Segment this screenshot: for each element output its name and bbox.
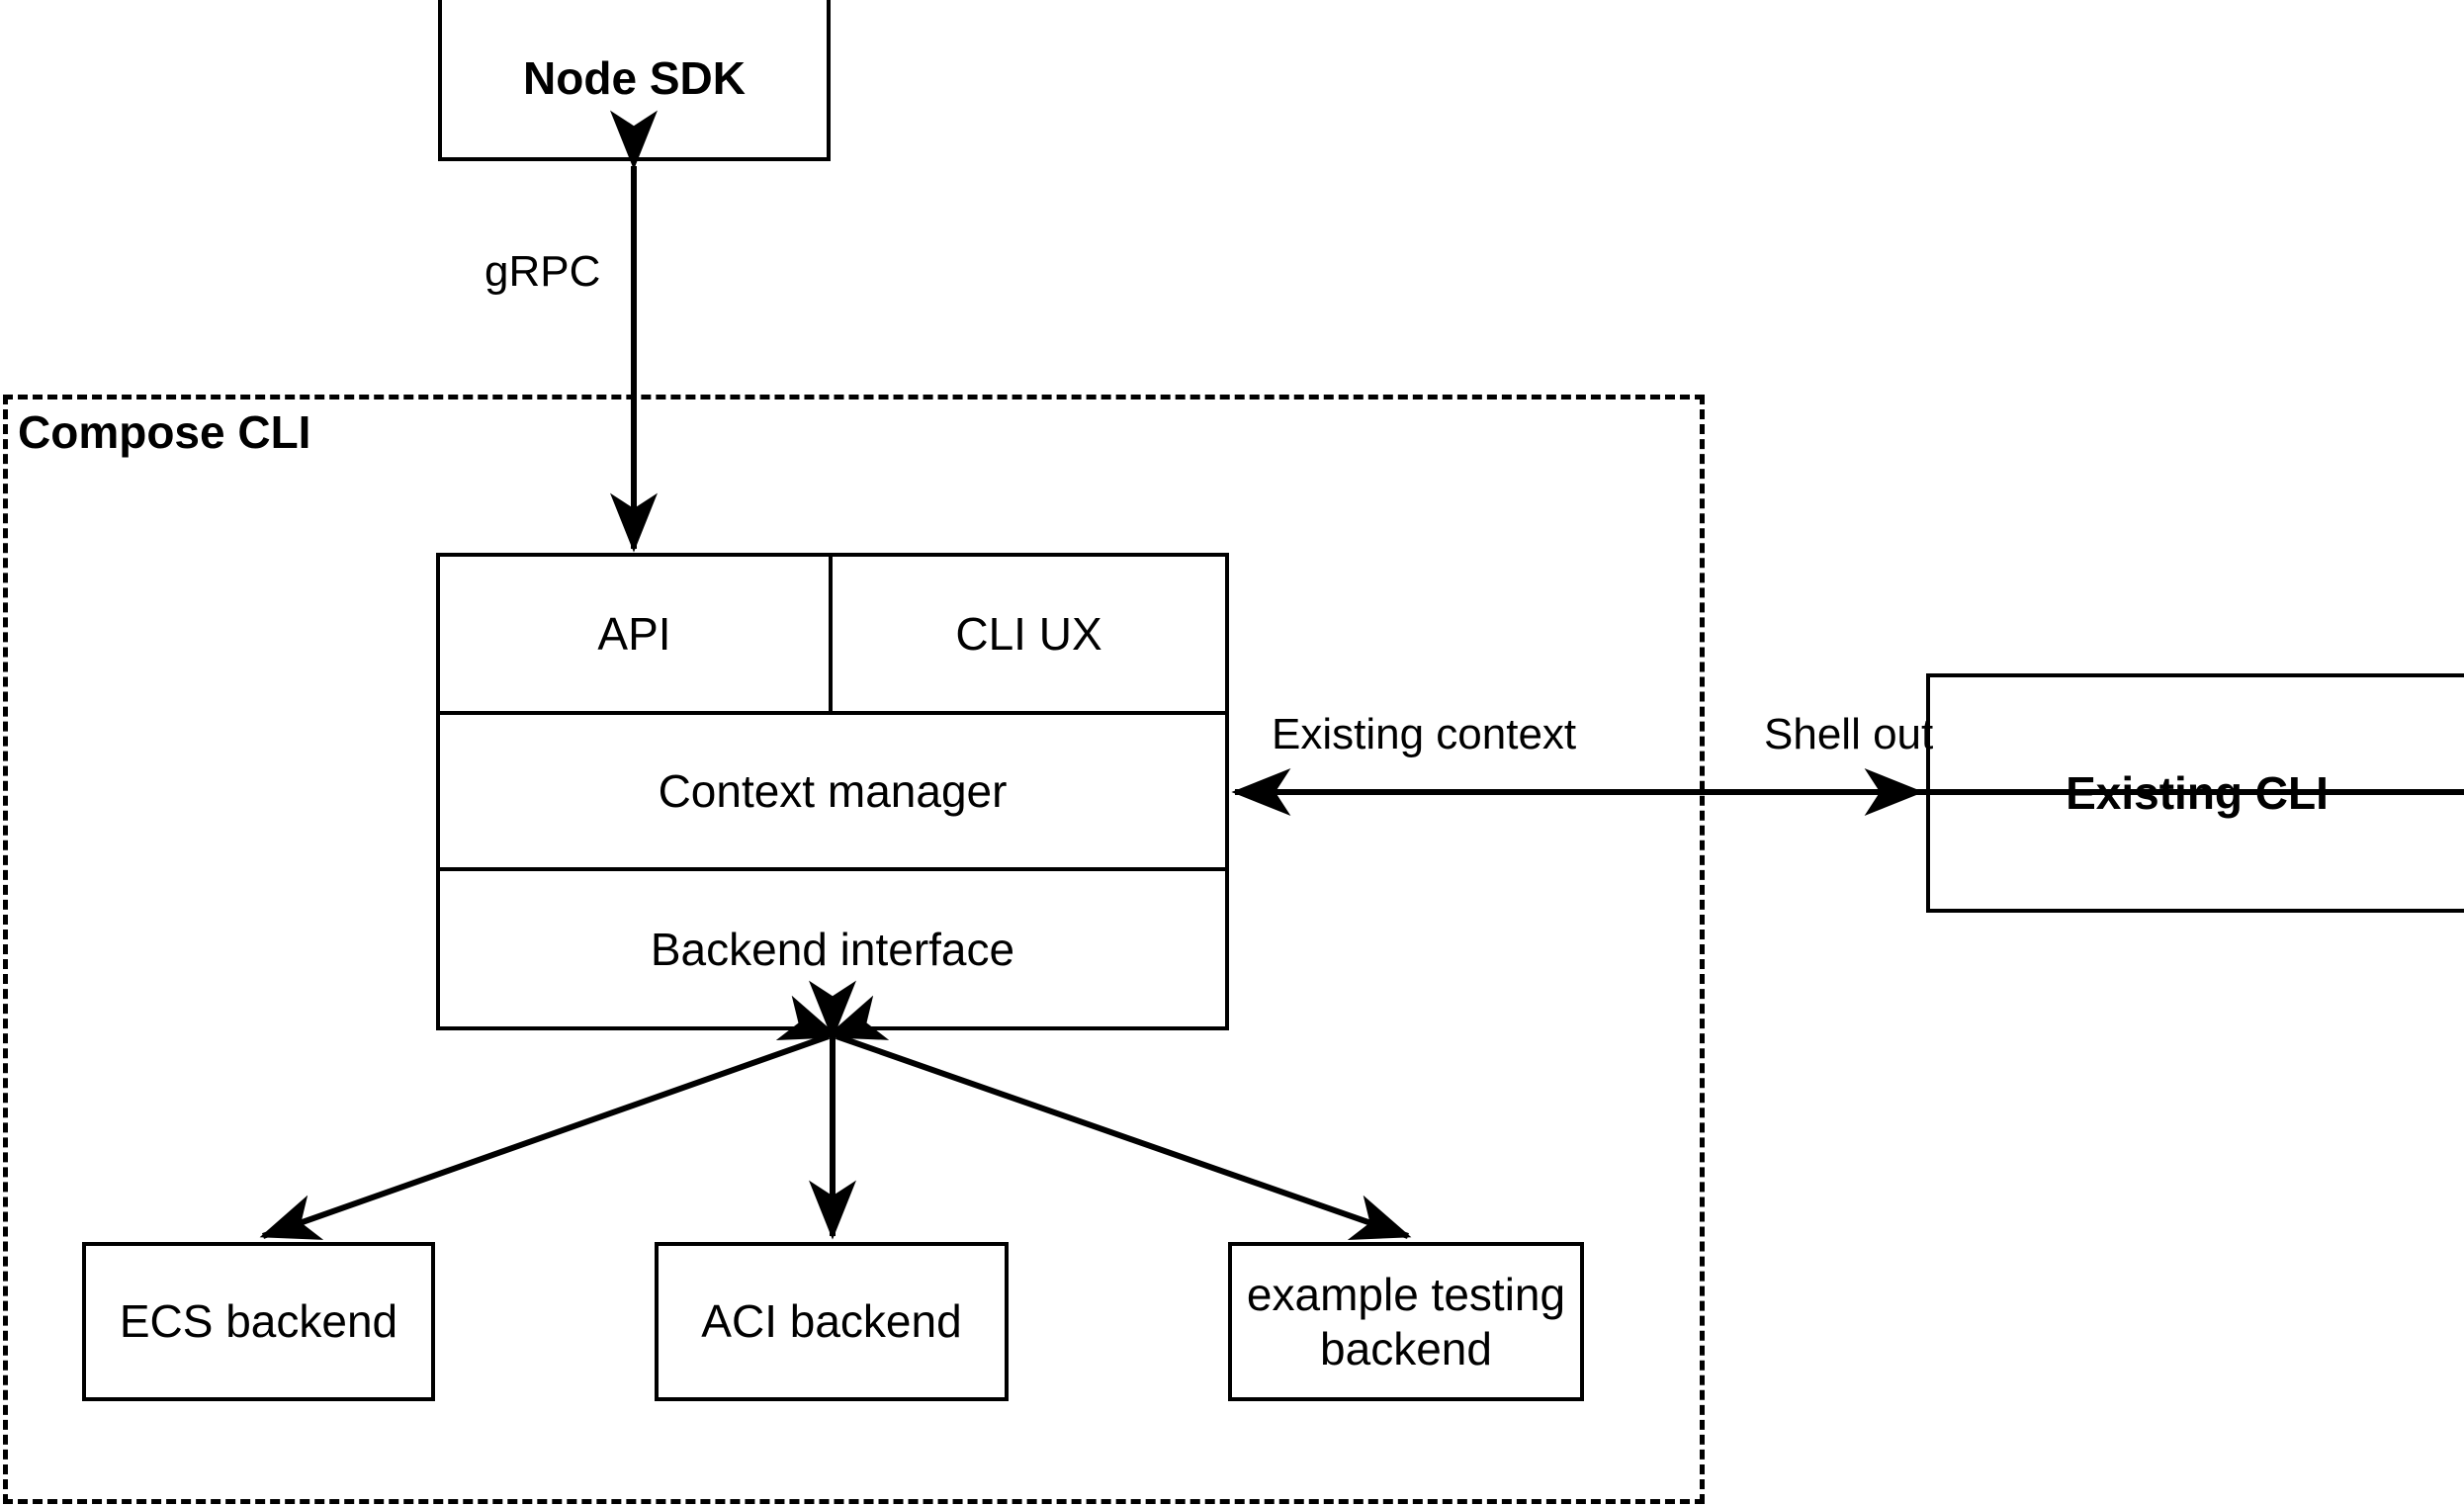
node-sdk-label: Node SDK — [523, 52, 746, 105]
example-testing-backend-label: example testing backend — [1246, 1269, 1566, 1374]
shell-out-edge-label: Shell out — [1764, 710, 1934, 758]
existing-context-edge-label: Existing context — [1272, 710, 1577, 758]
cli-ux-cell: CLI UX — [833, 557, 1225, 711]
api-cliux-row: API CLI UX — [440, 557, 1225, 715]
context-manager-label: Context manager — [658, 765, 1008, 817]
existing-cli-box: Existing CLI — [1926, 673, 2464, 913]
compose-cli-core-stack: API CLI UX Context manager Backend inter… — [436, 553, 1229, 1030]
aci-backend-box: ACI backend — [655, 1242, 1009, 1401]
aci-backend-label: ACI backend — [701, 1295, 962, 1348]
api-cell: API — [440, 557, 833, 711]
grpc-edge-label: gRPC — [484, 247, 601, 296]
existing-cli-label: Existing CLI — [2066, 766, 2329, 819]
node-sdk-box: Node SDK — [438, 0, 831, 161]
ecs-backend-box: ECS backend — [82, 1242, 435, 1401]
example-testing-backend-box: example testing backend — [1228, 1242, 1584, 1401]
backend-interface-label: Backend interface — [650, 923, 1015, 975]
cli-ux-label: CLI UX — [955, 608, 1102, 660]
api-label: API — [597, 608, 671, 660]
ecs-backend-label: ECS backend — [119, 1295, 398, 1348]
compose-cli-group-label: Compose CLI — [18, 406, 311, 458]
context-manager-cell: Context manager — [440, 715, 1225, 871]
backend-interface-cell: Backend interface — [440, 871, 1225, 1026]
compose-cli-group — [3, 395, 1705, 1504]
